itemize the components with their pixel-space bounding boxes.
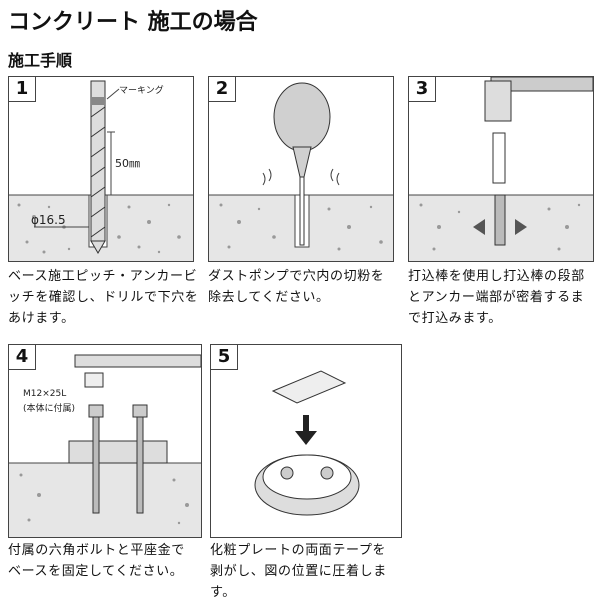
step-4-caption: 付属の六角ボルトと平座金で ベースを固定してください。 bbox=[8, 543, 185, 579]
step-2-number: 2 bbox=[209, 77, 236, 102]
diameter-label: φ16.5 bbox=[31, 213, 66, 227]
step-5-panel: 5 bbox=[210, 344, 402, 538]
step-3-number: 3 bbox=[409, 77, 436, 102]
step-4-panel: 4 M12×25L (本体に付属) bbox=[8, 344, 202, 538]
step-2-panel: 2 bbox=[208, 76, 394, 262]
step-3-panel: 3 bbox=[408, 76, 594, 262]
bolt-size-label: M12×25L bbox=[23, 389, 67, 399]
step-3-caption: 打込棒を使用し打込棒の段部 とアンカー端部が密着するま で打込みます。 bbox=[408, 269, 585, 326]
bolt-fixing-illustration bbox=[9, 354, 201, 537]
step-5-caption: 化粧プレートの両面テープを 剥がし、図の位置に圧着しま す。 bbox=[210, 543, 387, 600]
drill-illustration bbox=[9, 80, 193, 261]
step-1-panel: 1 マーキング 50㎜ φ16.5 bbox=[8, 76, 194, 262]
driving-rod-illustration bbox=[409, 77, 593, 261]
marking-label: マーキング bbox=[119, 86, 164, 96]
step-5-number: 5 bbox=[211, 345, 238, 370]
step-4-number: 4 bbox=[9, 345, 36, 370]
section-title: 施工手順 bbox=[8, 51, 73, 70]
step-1-number: 1 bbox=[9, 77, 36, 102]
page-title: コンクリート 施工の場合 bbox=[8, 10, 258, 35]
cover-plate-illustration bbox=[254, 370, 360, 516]
bolt-note-label: (本体に付属) bbox=[23, 404, 76, 414]
step-1-caption: ベース施工ピッチ・アンカービ ッチを確認し、ドリルで下穴を あけます。 bbox=[8, 269, 199, 326]
dust-pump-illustration bbox=[209, 82, 393, 261]
step-2-caption: ダストポンプで穴内の切粉を 除去してください。 bbox=[208, 269, 385, 305]
depth-label: 50㎜ bbox=[115, 157, 140, 170]
